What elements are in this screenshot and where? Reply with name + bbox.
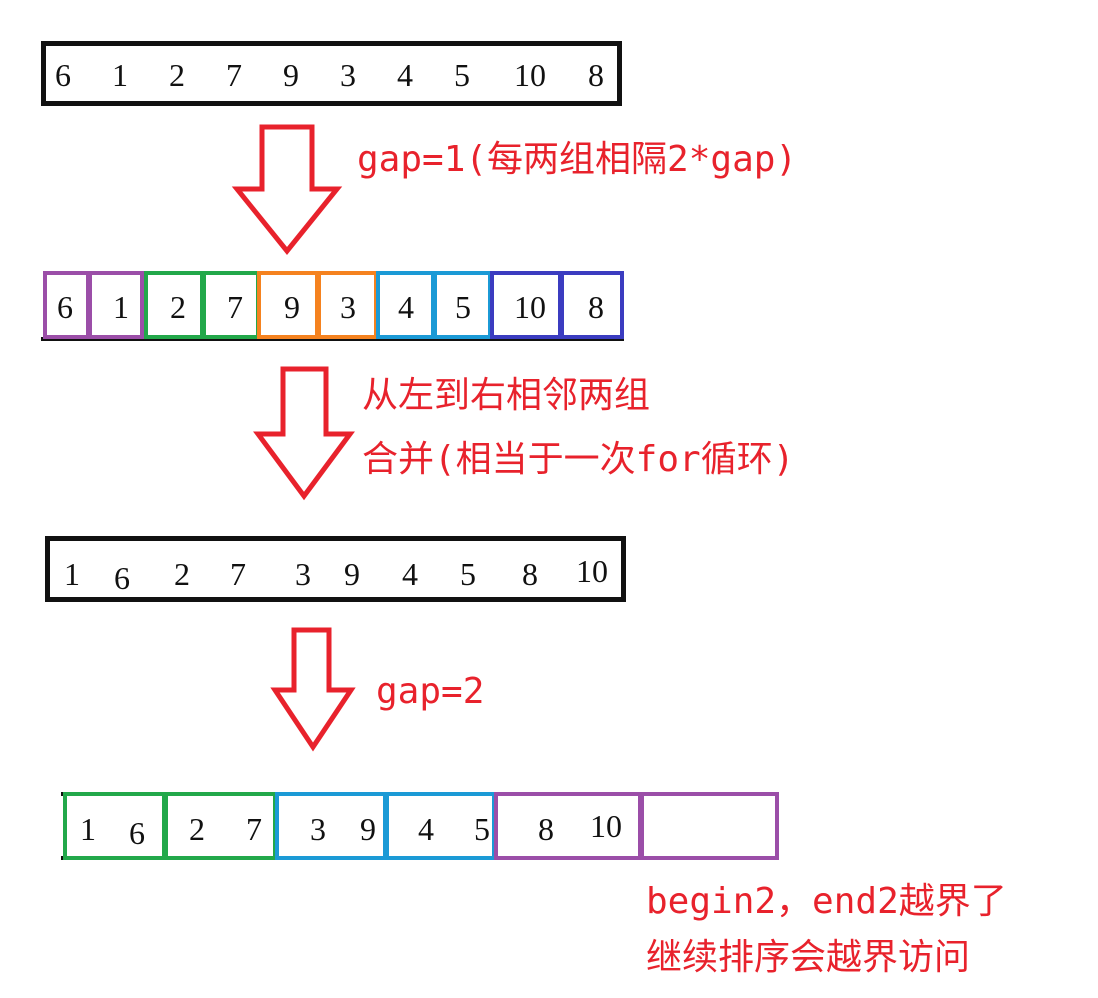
array-value: 8 — [588, 57, 604, 93]
down-arrow-icon — [231, 124, 343, 255]
array-value: 4 — [398, 289, 414, 325]
array-value: 10 — [514, 289, 546, 325]
array-value: 5 — [460, 556, 476, 592]
array-value: 5 — [454, 57, 470, 93]
array-value: 7 — [226, 57, 242, 93]
array-value: 1 — [64, 556, 80, 592]
array-value: 8 — [538, 811, 554, 847]
array-value: 6 — [57, 289, 73, 325]
step-label-gap2: gap=2 — [376, 671, 485, 712]
array-value: 2 — [174, 556, 190, 592]
array-value: 10 — [590, 808, 622, 844]
out-of-bounds-note-line2: 继续排序会越界访问 — [646, 937, 971, 978]
array-value: 1 — [113, 289, 129, 325]
array-value: 7 — [227, 289, 243, 325]
array-value: 2 — [169, 57, 185, 93]
array-value: 2 — [189, 811, 205, 847]
array-value: 1 — [80, 811, 96, 847]
array-value: 5 — [474, 811, 490, 847]
group-cell-purple-out-of-bounds — [640, 792, 779, 860]
array-value: 3 — [340, 57, 356, 93]
array-value: 1 — [112, 57, 128, 93]
array-value: 10 — [576, 553, 608, 589]
array-value: 5 — [455, 289, 471, 325]
array-value: 3 — [340, 289, 356, 325]
array-value: 4 — [397, 57, 413, 93]
array-value: 4 — [402, 556, 418, 592]
step-label-gap1: gap=1(每两组相隔2*gap) — [357, 139, 798, 180]
array-row-frame — [41, 271, 624, 341]
array-value: 7 — [230, 556, 246, 592]
out-of-bounds-note-line1: begin2，end2越界了 — [646, 881, 1007, 922]
step-label-merge-line1: 从左到右相邻两组 — [362, 375, 651, 416]
group-cell-purple — [88, 271, 144, 339]
array-value: 9 — [283, 57, 299, 93]
down-arrow-icon — [253, 366, 355, 501]
array-row-merged — [45, 536, 626, 602]
array-value: 9 — [284, 289, 300, 325]
step-label-merge-line2: 合并(相当于一次for循环) — [362, 439, 795, 480]
array-value: 6 — [55, 57, 71, 93]
group-cell-green — [63, 792, 166, 860]
array-value: 8 — [588, 289, 604, 325]
array-value: 9 — [344, 556, 360, 592]
array-value: 8 — [522, 556, 538, 592]
array-value: 7 — [246, 811, 262, 847]
group-cell-dark-blue — [560, 271, 624, 339]
array-value: 4 — [418, 811, 434, 847]
array-value: 10 — [514, 57, 546, 93]
array-value: 6 — [129, 815, 145, 851]
array-value: 2 — [170, 289, 186, 325]
array-value: 3 — [295, 556, 311, 592]
array-value: 3 — [310, 811, 326, 847]
array-row-initial — [41, 41, 622, 106]
array-value: 9 — [360, 811, 376, 847]
down-arrow-icon — [270, 627, 356, 752]
array-value: 6 — [114, 560, 130, 596]
